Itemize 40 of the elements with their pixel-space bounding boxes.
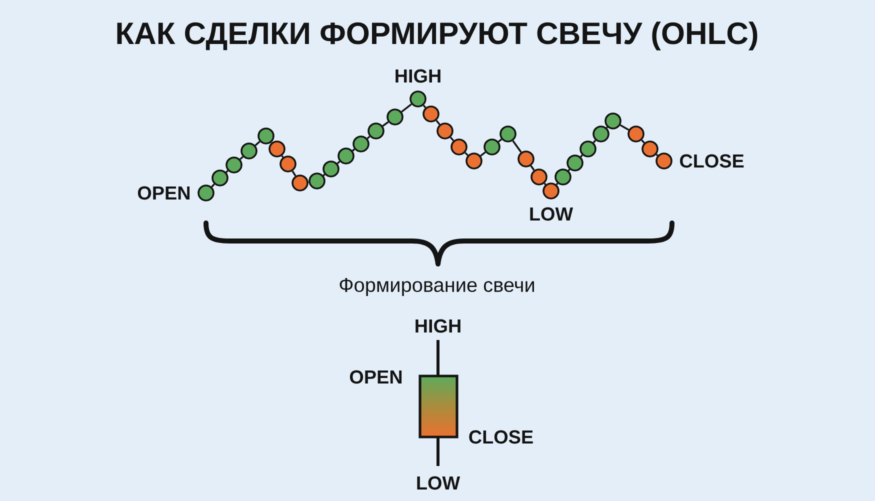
connector-line bbox=[436, 120, 440, 126]
candle-label: HIGH bbox=[416, 319, 460, 333]
connector-line bbox=[556, 182, 558, 186]
connector-line bbox=[281, 155, 284, 158]
brace-caption: Формирование свечи bbox=[340, 278, 534, 296]
connector-line bbox=[464, 152, 468, 156]
connector-line bbox=[480, 151, 486, 157]
connector-line bbox=[498, 138, 502, 142]
title: КАК СДЕЛКИ ФОРМИРУЮТ СВЕЧУ (OHLC) bbox=[117, 22, 758, 50]
connector-line bbox=[620, 124, 630, 131]
connector-line bbox=[656, 154, 658, 156]
point-label: CLOSE bbox=[680, 154, 744, 168]
connector-line bbox=[382, 121, 389, 127]
candle-label: LOW bbox=[417, 476, 460, 490]
candle-label: CLOSE bbox=[469, 430, 533, 444]
connector-line bbox=[211, 184, 215, 188]
connector-line bbox=[336, 160, 340, 164]
connector-line bbox=[322, 174, 326, 176]
point-label: HIGH bbox=[396, 69, 440, 83]
connector-line bbox=[568, 168, 570, 172]
connector-line bbox=[606, 126, 608, 128]
connector-line bbox=[544, 182, 546, 186]
connector-line bbox=[580, 154, 583, 158]
connector-line bbox=[422, 104, 426, 108]
connector-line bbox=[512, 140, 522, 153]
point-label: LOW bbox=[530, 207, 574, 221]
connector-line bbox=[226, 170, 228, 173]
connector-line bbox=[530, 165, 535, 171]
connector-line bbox=[292, 170, 296, 176]
connector-line bbox=[450, 136, 454, 142]
connector-line bbox=[240, 156, 244, 160]
connector-line bbox=[592, 140, 596, 144]
connector-line bbox=[308, 181, 309, 183]
connector-line bbox=[366, 136, 370, 140]
candle-label: OPEN bbox=[350, 370, 402, 384]
connector-line bbox=[254, 140, 260, 146]
point-label: OPEN bbox=[138, 186, 190, 200]
connector-line bbox=[641, 140, 645, 144]
connector-line bbox=[401, 103, 412, 113]
connector-line bbox=[352, 148, 355, 152]
